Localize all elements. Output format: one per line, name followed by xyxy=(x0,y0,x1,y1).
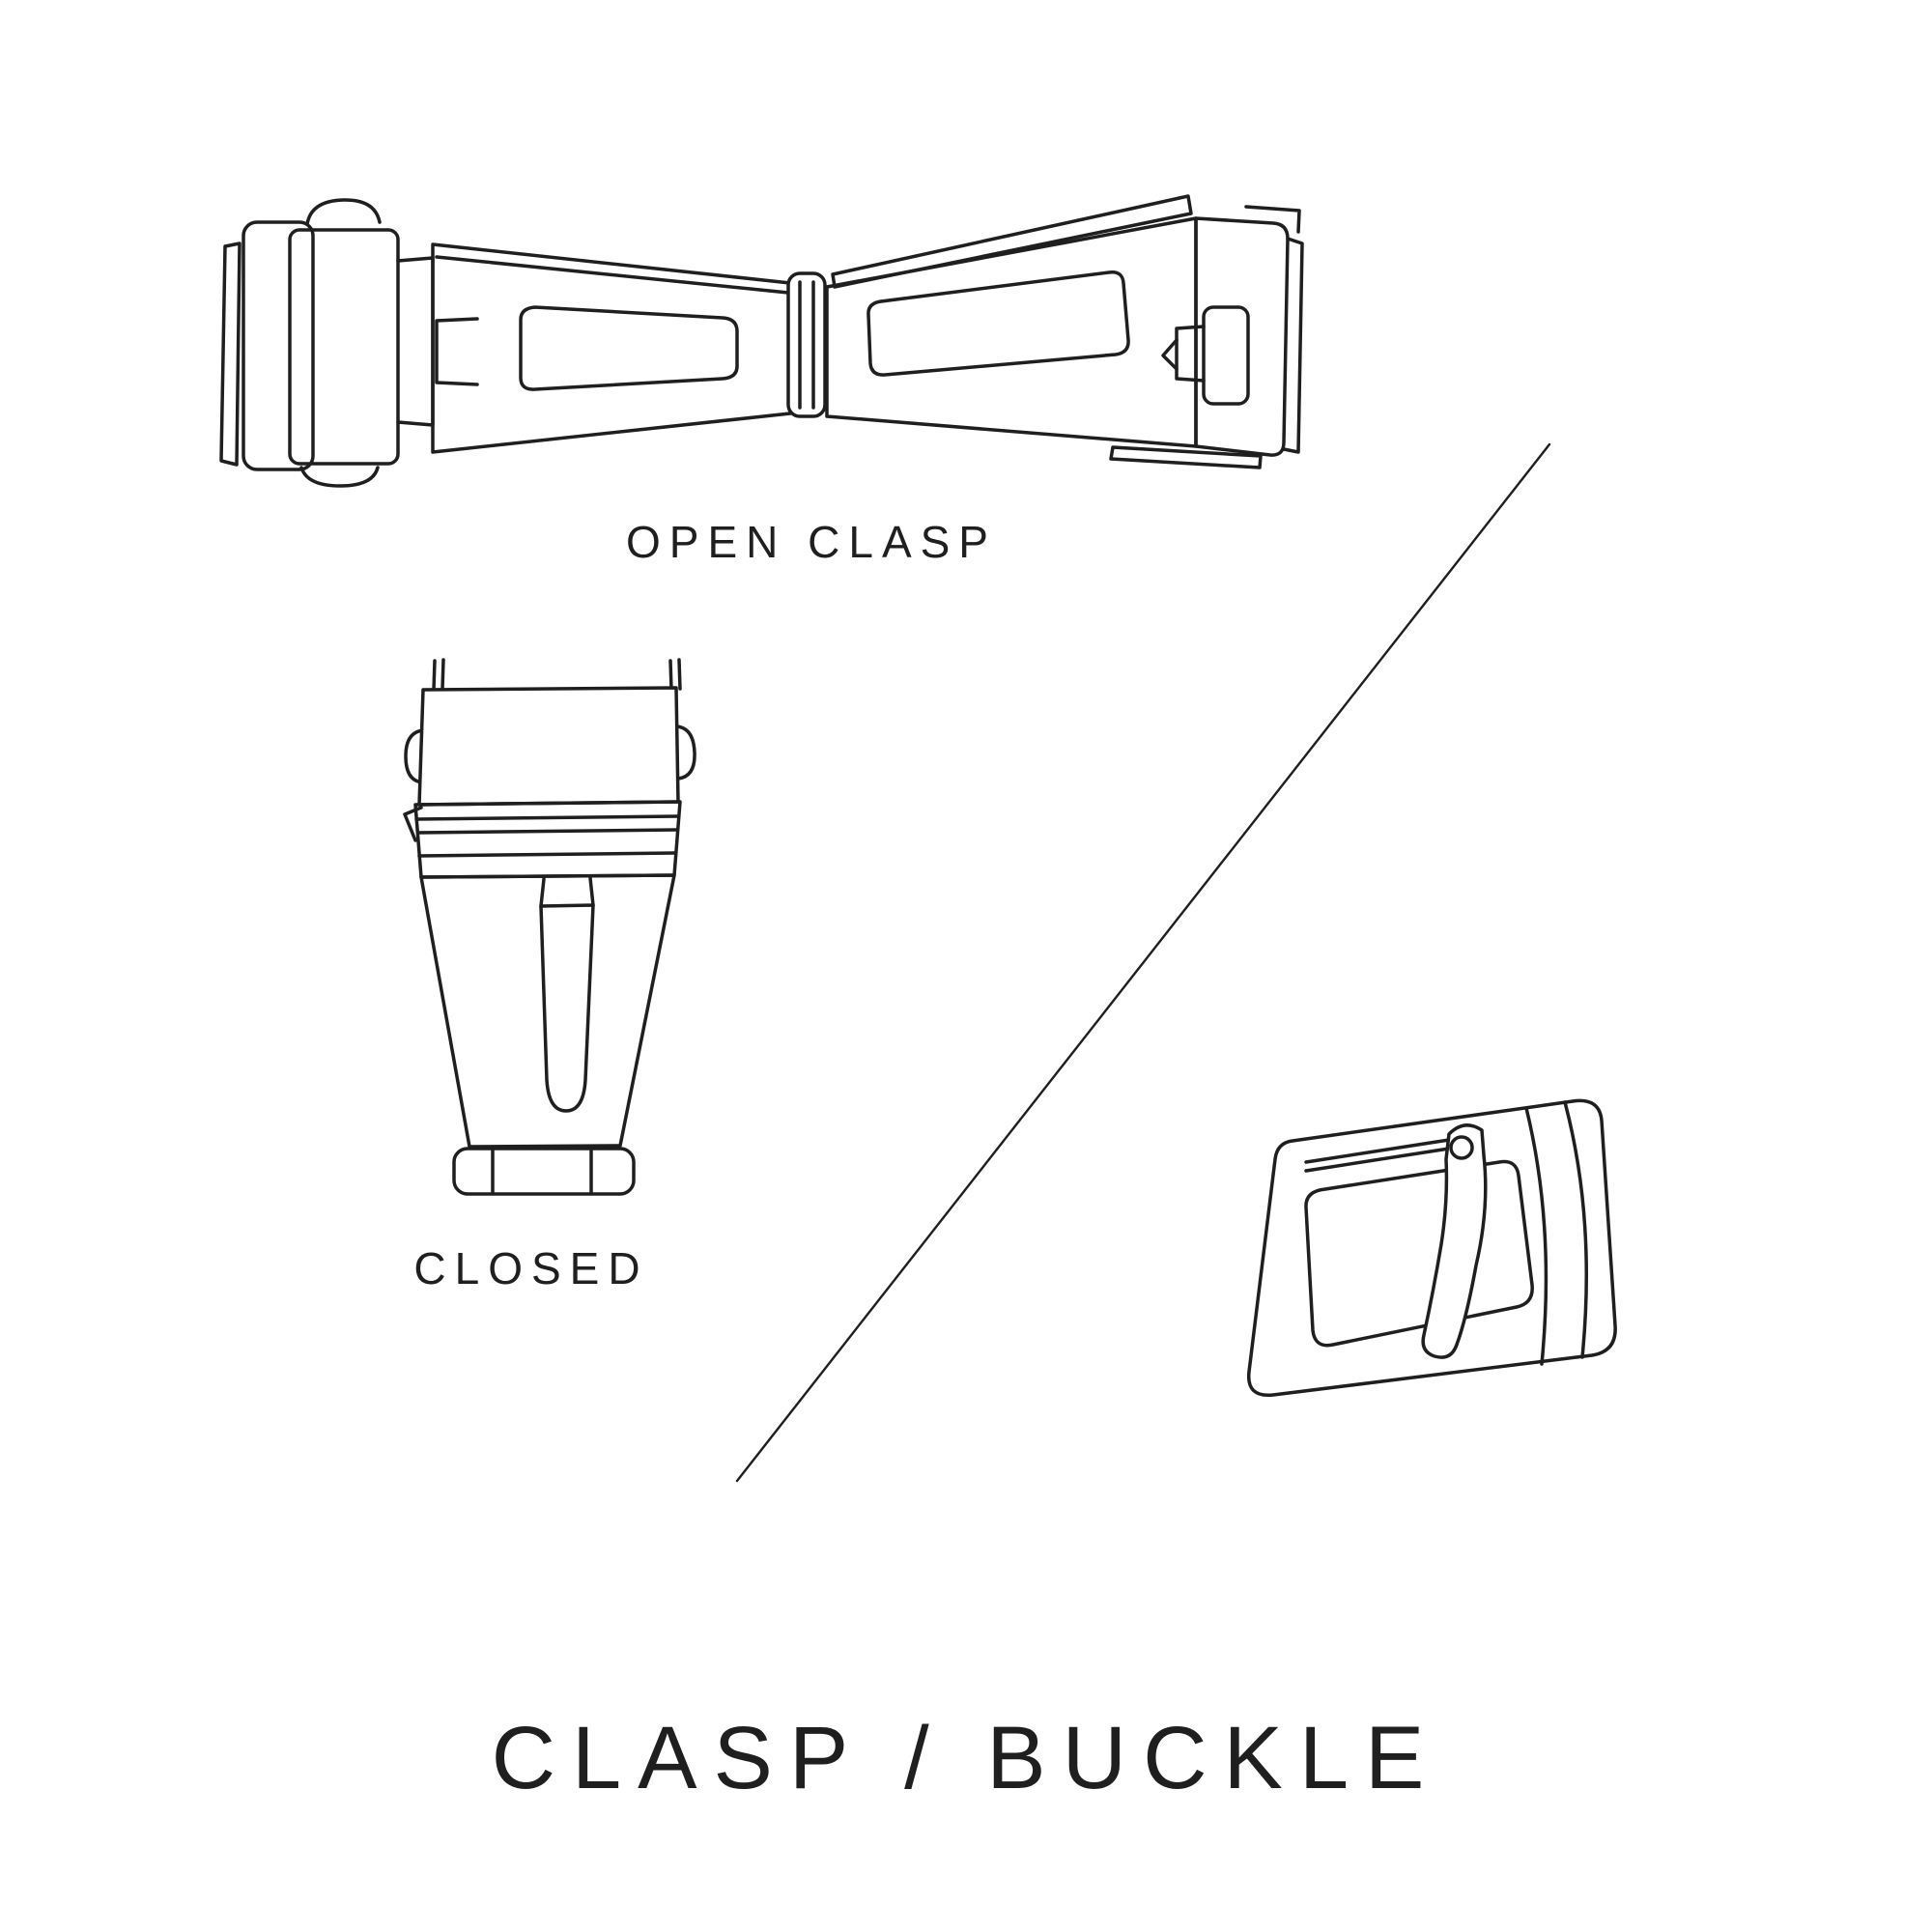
open-clasp-illustration xyxy=(219,194,1304,488)
buckle-illustration xyxy=(1246,1098,1617,1398)
closed-clasp-illustration xyxy=(403,658,696,1196)
closed-clasp-caption: CLOSED xyxy=(413,1243,649,1293)
diagonal-divider-line xyxy=(735,442,1551,1483)
page-title: CLASP / BUCKLE xyxy=(491,1709,1441,1807)
open-clasp-caption: OPEN CLASP xyxy=(626,517,997,567)
